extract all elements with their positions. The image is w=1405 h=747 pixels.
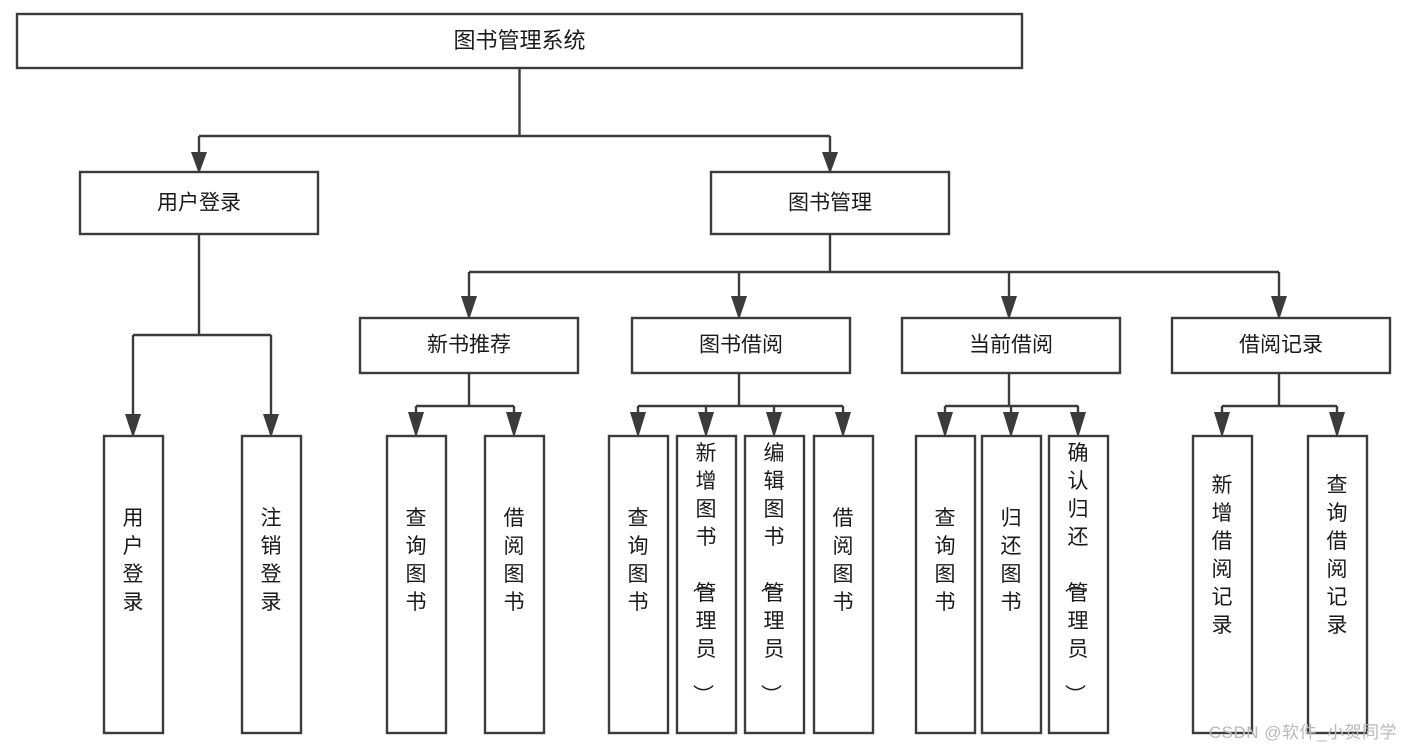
leaf-return-book[interactable]: 归还图书 xyxy=(980,434,1043,735)
leaf-confirm-return-label: 确认归还（管理员） xyxy=(1063,442,1089,705)
leaf-edit-book[interactable]: 编辑图书（管理员） xyxy=(743,434,806,735)
leaf-user-login-box xyxy=(102,434,165,735)
node-new-book-rec-label: 新书推荐 xyxy=(427,334,511,357)
node-user-login-label: 用户登录 xyxy=(157,192,241,215)
leaf-add-record[interactable]: 新增借阅记录 xyxy=(1191,434,1254,735)
leaf-borrow-book-2-label: 借阅图书 xyxy=(833,507,854,614)
leaf-query-book-1-label: 查询图书 xyxy=(406,507,427,614)
arrowhead-leaf-add-record xyxy=(1214,412,1230,438)
leaf-logout[interactable]: 注销登录 xyxy=(240,434,303,735)
leaf-return-book-box xyxy=(980,434,1043,735)
leaf-edit-book-label: 编辑图书（管理员） xyxy=(759,442,785,705)
node-user-login-box xyxy=(78,170,320,236)
arrowhead-user-login xyxy=(191,152,207,174)
arrowhead-leaf-borrow-book-2 xyxy=(835,412,851,438)
leaf-edit-book-box xyxy=(743,434,806,735)
node-current-borrow-box xyxy=(900,316,1122,375)
arrowhead-leaf-edit-book xyxy=(766,412,782,438)
node-book-borrow-label: 图书借阅 xyxy=(699,334,783,357)
node-current-borrow-label: 当前借阅 xyxy=(969,334,1053,357)
arrowhead-leaf-confirm-return xyxy=(1070,412,1086,438)
leaf-query-book-3-box xyxy=(914,434,977,735)
node-book-manage-label: 图书管理 xyxy=(788,192,872,215)
node-book-manage-box xyxy=(709,170,951,236)
leaf-borrow-book-1[interactable]: 借阅图书 xyxy=(483,434,546,735)
leaf-logout-box xyxy=(240,434,303,735)
leaf-query-book-2-box xyxy=(607,434,670,735)
arrowhead-leaf-query-book-1 xyxy=(408,412,424,438)
leaf-borrow-book-2[interactable]: 借阅图书 xyxy=(812,434,875,735)
leaf-logout-label: 注销登录 xyxy=(261,507,282,614)
arrowhead-leaf-logout xyxy=(263,414,279,438)
leaf-query-book-2-label: 查询图书 xyxy=(628,507,649,614)
leaf-user-login[interactable]: 用户登录 xyxy=(102,434,165,735)
leaf-borrow-book-2-box xyxy=(812,434,875,735)
arrowhead-leaf-query-record xyxy=(1329,412,1345,438)
leaf-return-book-label: 归还图书 xyxy=(1001,507,1022,614)
arrowhead-leaf-return-book xyxy=(1003,412,1019,438)
node-borrow-record-box xyxy=(1170,316,1392,375)
leaf-add-book-box xyxy=(675,434,738,735)
node-book-borrow[interactable]: 图书借阅 xyxy=(630,316,852,375)
arrowhead-new-book-rec xyxy=(461,296,477,320)
arrowhead-book-borrow xyxy=(731,296,747,320)
arrowhead-leaf-user-login xyxy=(125,414,141,438)
arrowhead-book-manage xyxy=(822,152,838,174)
leaf-query-record[interactable]: 查询借阅记录 xyxy=(1306,434,1369,735)
arrowhead-borrow-record xyxy=(1271,296,1287,320)
leaf-query-book-1[interactable]: 查询图书 xyxy=(385,434,448,735)
arrowhead-leaf-borrow-book-1 xyxy=(506,412,522,438)
leaf-query-book-3[interactable]: 查询图书 xyxy=(914,434,977,735)
leaf-borrow-book-1-label: 借阅图书 xyxy=(504,507,525,614)
leaf-query-book-1-box xyxy=(385,434,448,735)
arrowhead-leaf-query-book-2 xyxy=(630,412,646,438)
leaf-query-record-label: 查询借阅记录 xyxy=(1327,474,1348,637)
node-book-manage[interactable]: 图书管理 xyxy=(709,170,951,236)
node-current-borrow[interactable]: 当前借阅 xyxy=(900,316,1122,375)
node-user-login[interactable]: 用户登录 xyxy=(78,170,320,236)
leaf-confirm-return[interactable]: 确认归还（管理员） xyxy=(1047,434,1110,735)
csdn-watermark: CSDN @软件_小贺同学 xyxy=(1208,723,1397,742)
node-book-borrow-box xyxy=(630,316,852,375)
arrowhead-current-borrow xyxy=(1001,296,1017,320)
leaf-borrow-book-1-box xyxy=(483,434,546,735)
arrowhead-layer xyxy=(125,152,1345,438)
node-root-box xyxy=(15,12,1024,70)
leaf-add-book[interactable]: 新增图书（管理员） xyxy=(675,434,738,735)
node-new-book-rec-box xyxy=(358,316,580,375)
leaf-confirm-return-box xyxy=(1047,434,1110,735)
leaf-query-book-3-label: 查询图书 xyxy=(935,507,956,614)
node-borrow-record-label: 借阅记录 xyxy=(1239,334,1323,357)
node-borrow-record[interactable]: 借阅记录 xyxy=(1170,316,1392,375)
arrowhead-leaf-add-book xyxy=(698,412,714,438)
leaf-query-book-2[interactable]: 查询图书 xyxy=(607,434,670,735)
leaf-add-record-label: 新增借阅记录 xyxy=(1212,474,1233,637)
node-root-label: 图书管理系统 xyxy=(453,28,585,53)
node-root[interactable]: 图书管理系统 xyxy=(15,12,1024,70)
node-new-book-rec[interactable]: 新书推荐 xyxy=(358,316,580,375)
leaf-add-record-box xyxy=(1191,434,1254,735)
leaf-user-login-label: 用户登录 xyxy=(123,507,144,614)
arrowhead-leaf-query-book-3 xyxy=(937,412,953,438)
leaf-query-record-box xyxy=(1306,434,1369,735)
leaf-add-book-label: 新增图书（管理员） xyxy=(691,442,717,705)
